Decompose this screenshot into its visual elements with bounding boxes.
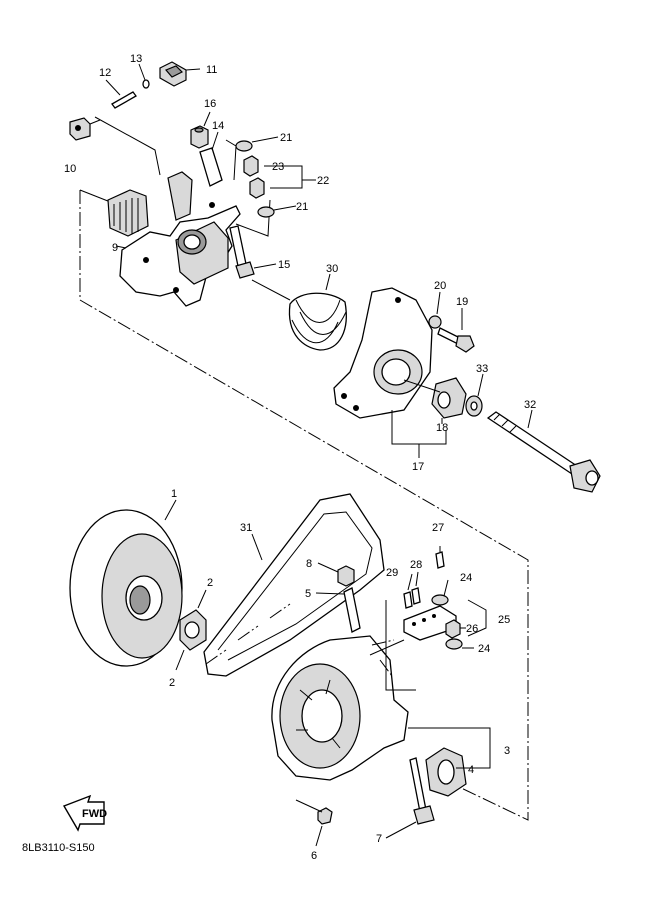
label-2-lower: 2 [169,677,175,689]
part-20-washer [428,291,442,329]
part-17-cover [333,287,433,419]
part-8-nut [317,562,355,587]
label-29: 29 [386,567,398,579]
label-9: 9 [112,242,118,254]
part-16-collar [190,111,211,149]
part-10-cap [69,116,161,176]
fwd-label: FWD [82,808,107,820]
label-19: 19 [456,296,468,308]
part-1-fixed-sheave [69,499,183,667]
part-11-block [159,61,201,87]
part-callout-labels: 1 2 2 3 4 5 6 7 8 9 10 11 12 13 14 15 16… [64,53,536,862]
label-22: 22 [317,175,329,187]
label-12: 12 [99,67,111,79]
fwd-arrow-icon: FWD [62,794,107,832]
label-24-lower: 24 [478,643,490,655]
diagram-code: 8LB3110-S150 [22,842,95,854]
weight-set-parts-24-29 [369,546,487,691]
label-18: 18 [436,422,448,434]
label-30: 30 [326,263,338,275]
part-14-sleeve [199,131,223,187]
part-6-slider [295,799,333,847]
part-31-drive-belt [203,493,385,677]
label-25: 25 [498,614,510,626]
part-13-ring [138,63,150,89]
label-26: 26 [466,623,478,635]
lower-frame-lines [371,639,395,677]
part-3-moving-sheave [271,635,491,781]
part-9-spider-arm [107,171,241,307]
label-20: 20 [434,280,446,292]
label-7: 7 [376,833,382,845]
part-5-pin [315,587,361,633]
label-32: 32 [524,399,536,411]
label-3: 3 [504,745,510,757]
label-24-upper: 24 [460,572,472,584]
label-27: 27 [432,522,444,534]
label-21-lower: 21 [296,201,308,213]
part-12-pin [105,79,137,109]
part-18-bush [403,377,467,424]
part-33-washer [465,373,484,417]
label-6: 6 [311,850,317,862]
label-16: 16 [204,98,216,110]
part-15-bolt [229,225,291,301]
label-5: 5 [305,588,311,600]
label-31: 31 [240,522,252,534]
label-23: 23 [272,161,284,173]
label-28: 28 [410,559,422,571]
label-8: 8 [306,558,312,570]
label-14: 14 [212,120,224,132]
part-4-bush [425,747,467,797]
bracket-17 [391,410,447,458]
part-19-bolt [437,308,475,353]
label-11: 11 [206,64,217,76]
label-21-upper: 21 [280,132,292,144]
label-33: 33 [476,363,488,375]
label-13: 13 [130,53,142,65]
parts-21-23-washers [235,136,316,218]
label-15: 15 [278,259,290,271]
part-2-collar [175,589,207,671]
label-2-upper: 2 [207,577,213,589]
label-17: 17 [412,461,424,473]
part-30-spring [288,273,347,351]
label-10: 10 [64,163,76,175]
part-32-long-bolt [486,409,601,493]
label-1: 1 [171,488,177,500]
label-4: 4 [468,764,474,776]
part-7-bolt [385,757,435,839]
